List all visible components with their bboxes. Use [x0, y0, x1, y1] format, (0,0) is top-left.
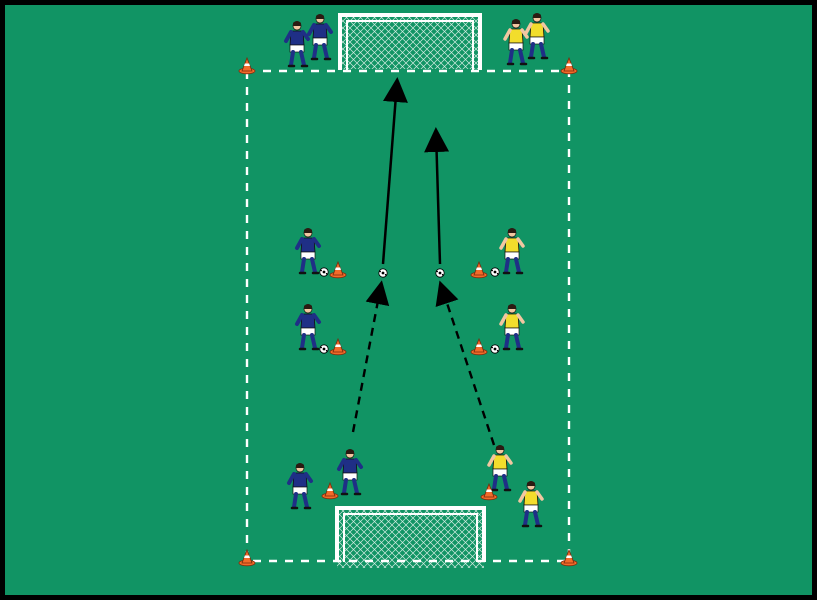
dashed-arrow-right [435, 280, 496, 446]
pitch [5, 5, 812, 595]
ball-icon [490, 267, 500, 277]
dashed-arrow-left [351, 280, 390, 433]
center-ball-left [378, 268, 388, 278]
bottom-goal [335, 506, 486, 568]
top-goal [338, 13, 482, 70]
ball-icon [319, 267, 329, 277]
ball-icon [319, 344, 329, 354]
center-ball-right [435, 268, 445, 278]
ball-icon [490, 344, 500, 354]
solid-arrow-left [381, 77, 408, 265]
solid-arrow-right [424, 127, 450, 265]
playing-area-boundary [245, 69, 571, 563]
